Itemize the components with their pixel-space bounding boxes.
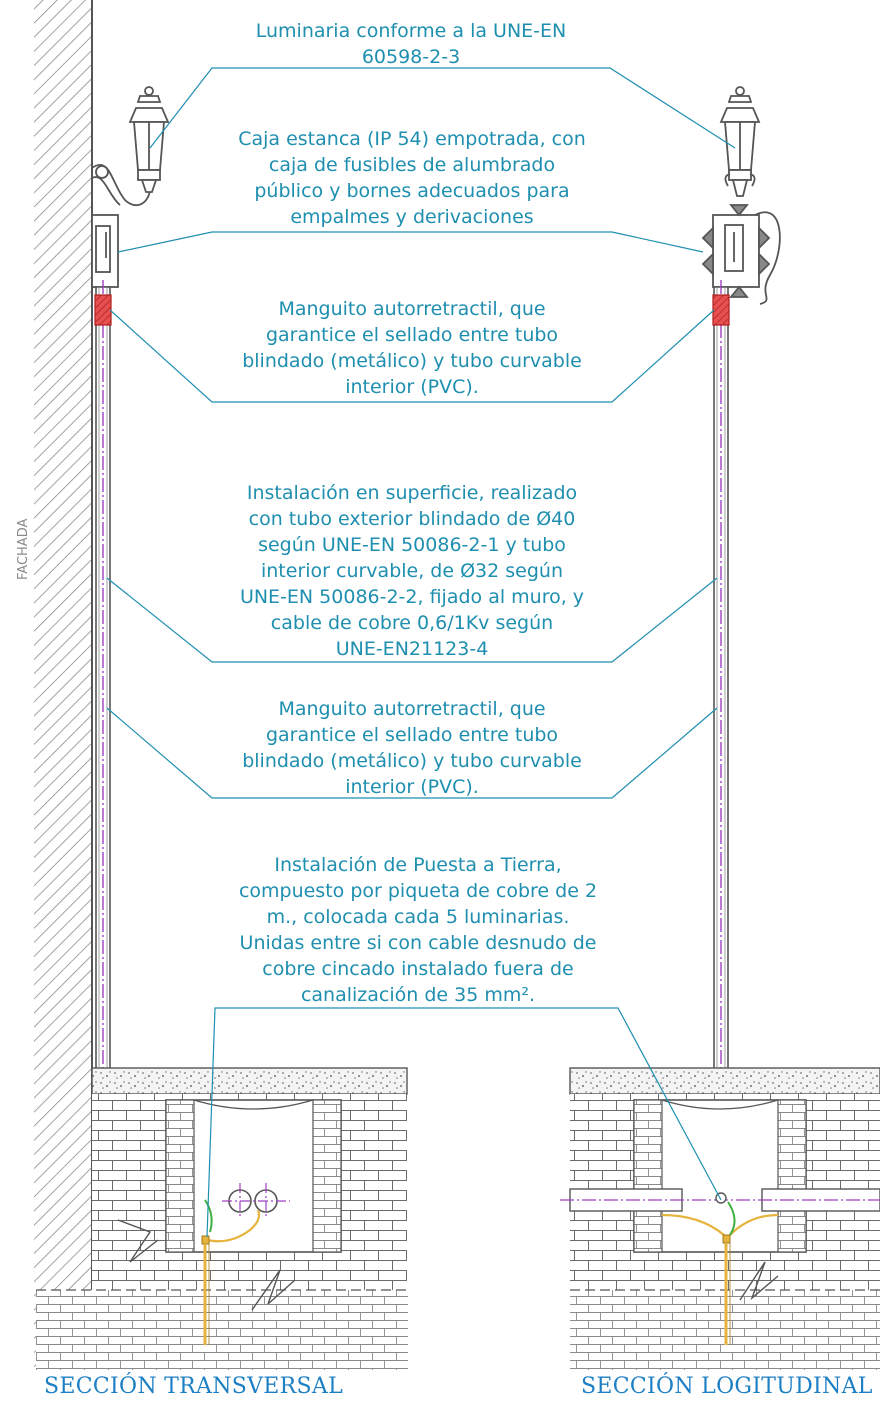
- earthing-left: [201, 1199, 261, 1345]
- upper-sleeve-note: Manguito autorretractil, que garantice e…: [242, 298, 582, 398]
- surface-installation-note: Instalación en superficie, realizado con…: [239, 482, 585, 660]
- heat-shrink-sleeve-left: [94, 294, 112, 326]
- luminaire-note: Luminaria conforme a la UNE-EN 60598-2-3: [255, 20, 567, 68]
- junction-box-note: Caja estanca (IP 54) empotrada, con caja…: [238, 128, 586, 228]
- conduit-left: [94, 280, 205, 1206]
- facade-label: FACHADA: [16, 518, 31, 580]
- earthing-note: Instalación de Puesta a Tierra, compuest…: [238, 854, 598, 1006]
- section-title-transversal: SECCIÓN TRANSVERSAL: [44, 1374, 343, 1399]
- luminaire-right: [719, 86, 761, 197]
- ground-section-transversal: [36, 1067, 408, 1370]
- fuse-box-left: [91, 214, 119, 288]
- conduit-right: [712, 280, 730, 1200]
- heat-shrink-sleeve-right: [712, 294, 730, 326]
- fuse-box-right: [701, 204, 781, 305]
- earthing-right: [661, 1201, 779, 1345]
- ground-section-longitudinal: [560, 1067, 880, 1370]
- facade-wall: [34, 0, 93, 1370]
- section-title-longitudinal: SECCIÓN LOGITUDINAL: [581, 1374, 873, 1399]
- leader-lines: [106, 67, 736, 1238]
- luminaire-left: [91, 86, 170, 207]
- lower-sleeve-note: Manguito autorretractil, que garantice e…: [242, 698, 582, 798]
